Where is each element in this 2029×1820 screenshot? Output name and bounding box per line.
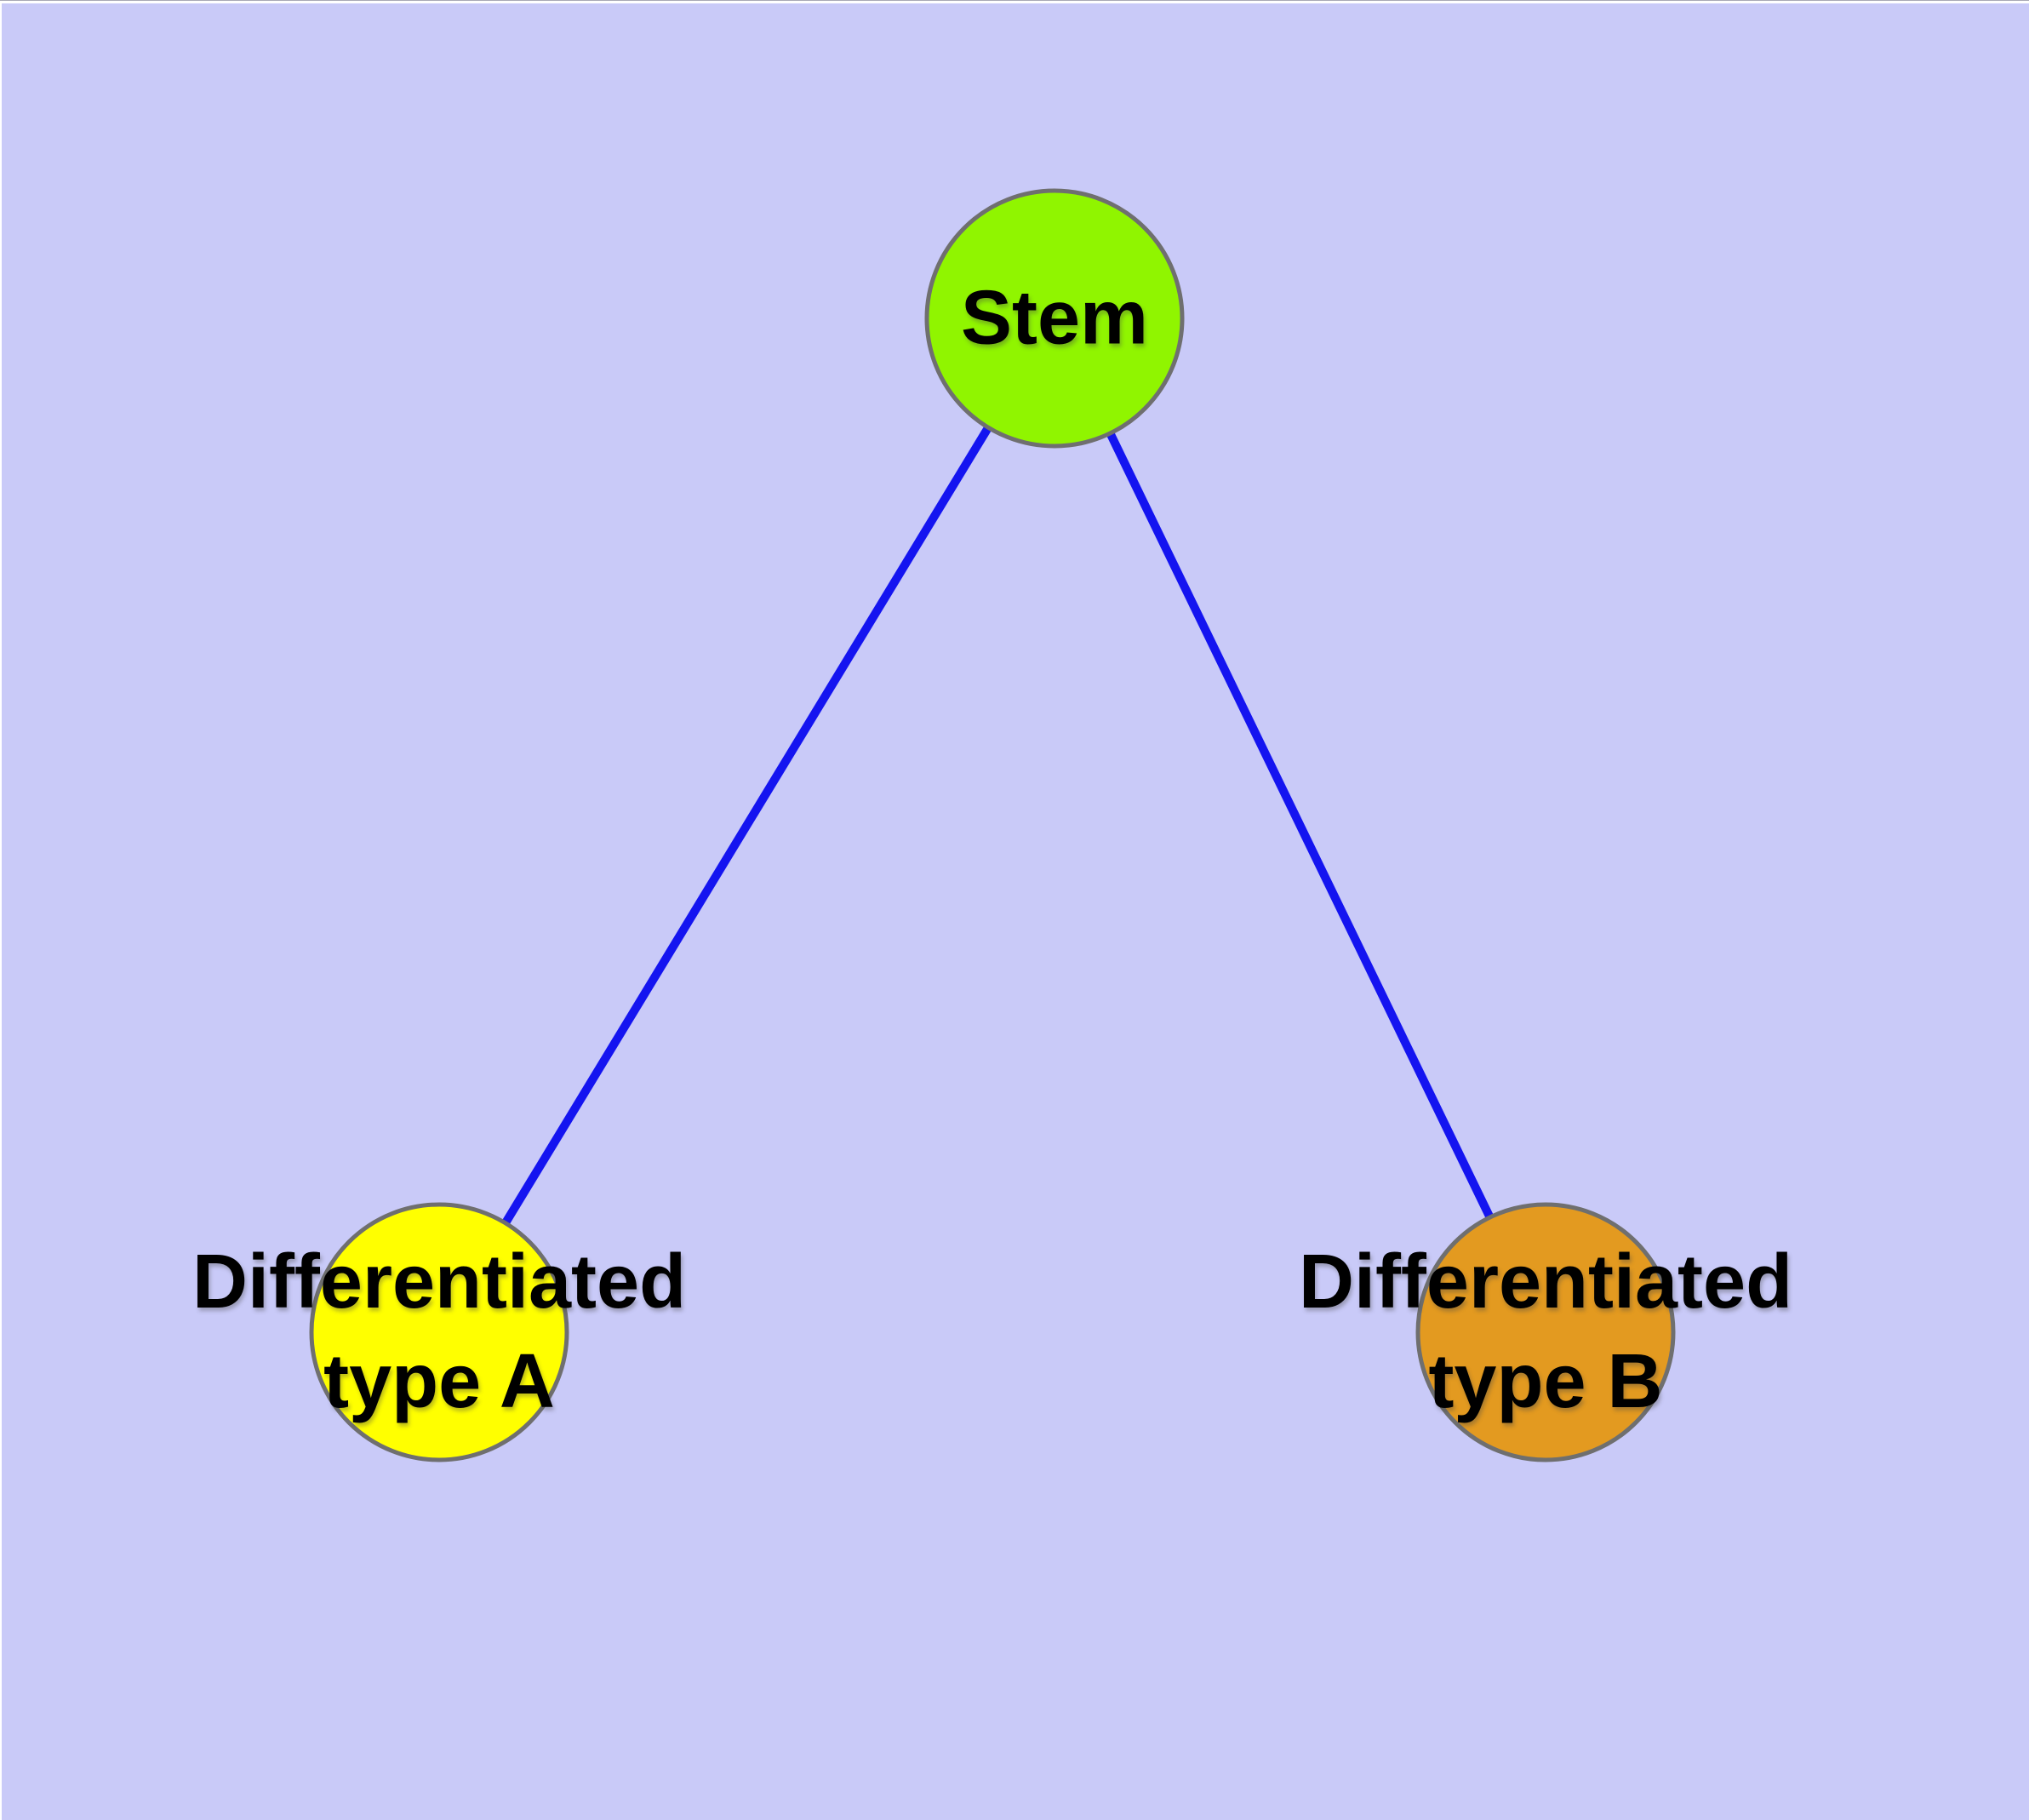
edge-stem-to-diff-a <box>435 316 1059 1335</box>
node-circle-diff-b[interactable] <box>1415 1202 1676 1462</box>
graph-svg <box>2 3 2029 1820</box>
window-top-edge-line <box>0 0 2029 1</box>
node-circle-stem[interactable] <box>924 188 1185 449</box>
graph-canvas: Stem Differentiated type A Differentiate… <box>2 3 2029 1820</box>
node-circle-diff-a[interactable] <box>309 1202 569 1462</box>
edge-stem-to-diff-b <box>1050 316 1550 1335</box>
